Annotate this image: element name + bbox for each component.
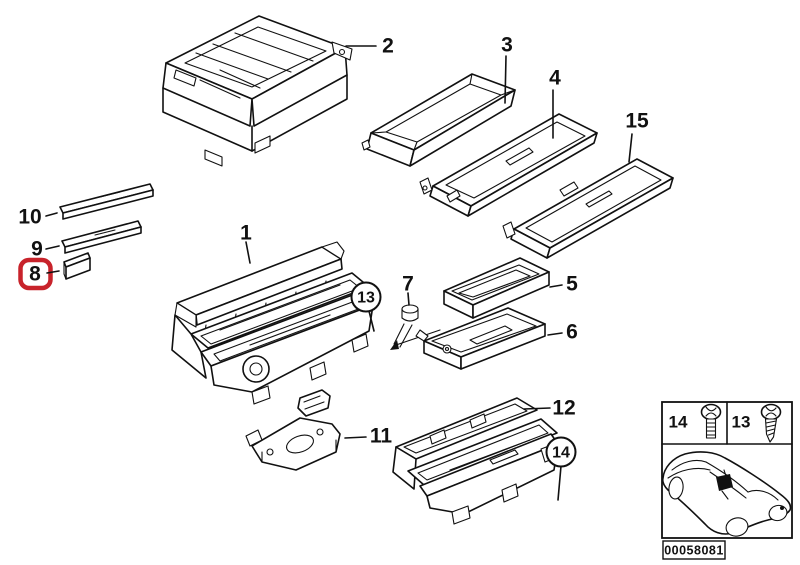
image-code: 00058081	[664, 544, 724, 558]
part-1-drawing	[171, 241, 374, 405]
part-hotspot-14[interactable]: 14	[545, 436, 577, 501]
part-label-15[interactable]: 15	[625, 110, 649, 133]
part-hotspot-1[interactable]: 1	[240, 222, 252, 264]
part-4-drawing	[419, 113, 598, 217]
part-5-drawing	[443, 257, 550, 319]
part-hotspot-11[interactable]: 11	[344, 425, 393, 448]
part-hotspot-3[interactable]: 3	[501, 34, 513, 104]
part-label-1[interactable]: 1	[240, 222, 252, 245]
part-hotspot-8[interactable]: 8	[18, 257, 60, 291]
part-6-drawing	[415, 307, 546, 370]
part-10-drawing	[59, 183, 154, 220]
part-label-4[interactable]: 4	[549, 67, 561, 90]
part-label-11[interactable]: 11	[370, 425, 393, 448]
car-location-icon	[661, 451, 792, 537]
part-9-drawing	[61, 220, 142, 254]
part-label-8[interactable]: 8	[29, 263, 41, 286]
part-11-drawing	[245, 389, 341, 471]
part-hotspot-5[interactable]: 5	[549, 273, 578, 296]
part-label-7[interactable]: 7	[402, 273, 414, 296]
selected-part-highlight	[18, 257, 53, 291]
install-location-marker	[716, 474, 733, 491]
part-hotspot-12[interactable]: 12	[523, 397, 576, 420]
part-label-13[interactable]: 13	[357, 290, 375, 307]
tapping-screw-icon	[760, 403, 782, 443]
image-code-box: 00058081	[662, 540, 726, 560]
part-label-2[interactable]: 2	[382, 35, 394, 58]
part-hotspot-7[interactable]: 7	[402, 273, 414, 306]
part-hotspot-6[interactable]: 6	[547, 321, 578, 344]
legend-fastener-14-label[interactable]: 14	[669, 413, 688, 432]
part-label-5[interactable]: 5	[566, 273, 578, 296]
part-label-10[interactable]: 10	[18, 206, 41, 229]
part-label-3[interactable]: 3	[501, 34, 513, 57]
part-label-12[interactable]: 12	[552, 397, 575, 420]
legend-fastener-13-label[interactable]: 13	[732, 413, 751, 432]
circled-callout-14	[545, 436, 577, 468]
part-hotspot-9[interactable]: 9	[31, 238, 60, 261]
part-15-drawing	[502, 158, 674, 259]
part-label-14[interactable]: 14	[552, 445, 570, 462]
machine-screw-icon	[700, 403, 722, 439]
part-8-drawing	[63, 252, 91, 280]
part-label-6[interactable]: 6	[566, 321, 578, 344]
part-3-drawing	[361, 73, 516, 167]
part-12-drawing	[392, 397, 561, 525]
part-hotspot-15[interactable]: 15	[625, 110, 649, 163]
part-hotspot-4[interactable]: 4	[549, 67, 561, 139]
part-label-9[interactable]: 9	[31, 238, 43, 261]
part-hotspot-10[interactable]: 10	[18, 206, 58, 229]
part-hotspot-2[interactable]: 2	[345, 35, 394, 58]
part-hotspot-13[interactable]: 13	[350, 281, 382, 332]
fastener-legend-box: 14 13	[661, 401, 793, 560]
part-2-drawing	[162, 15, 353, 167]
circled-callout-13	[350, 281, 382, 313]
